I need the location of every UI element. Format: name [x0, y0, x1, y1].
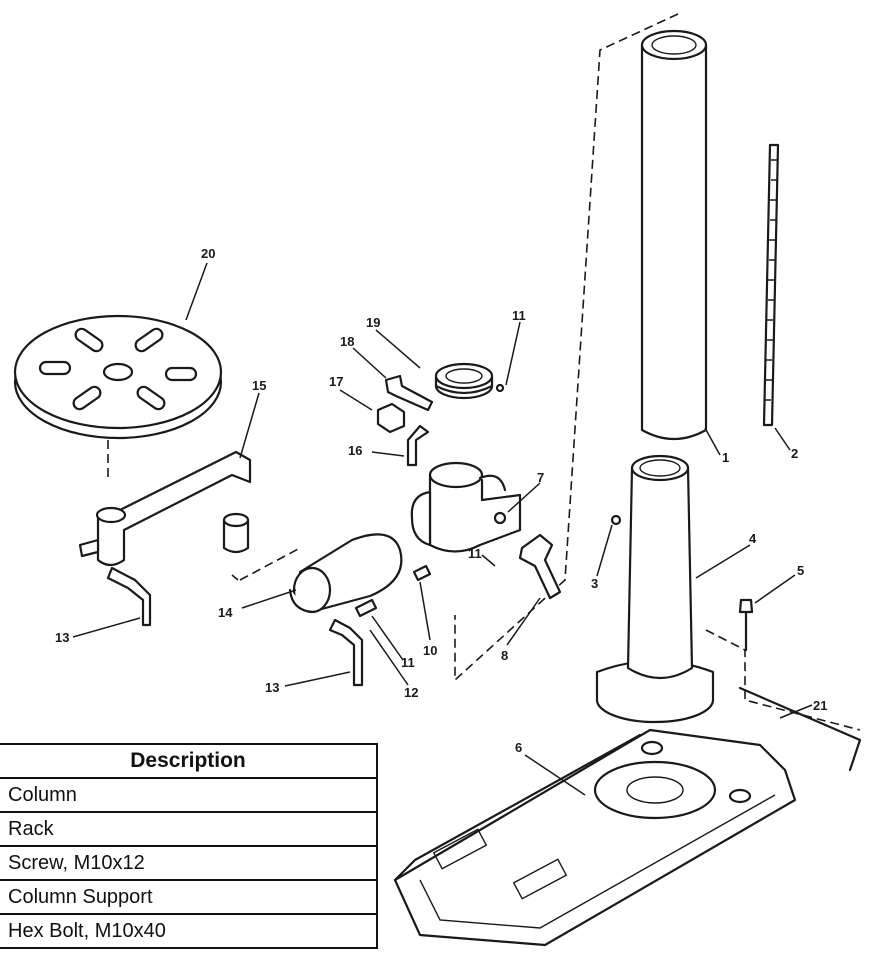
description-cell: Column Support [0, 879, 378, 915]
table-row: Rack [0, 811, 378, 847]
hex-bolt-part [738, 598, 754, 652]
callout-18: 18 [340, 334, 354, 349]
table-header-row: Description [0, 743, 378, 779]
rack-part [762, 143, 780, 427]
callout-1: 1 [722, 450, 729, 465]
head-part [410, 461, 522, 553]
assembly-dash-lines [107, 13, 861, 731]
callout-12: 12 [404, 685, 418, 700]
callout-11-mid: 11 [468, 546, 482, 561]
table-row: Hex Bolt, M10x40 [0, 913, 378, 949]
callout-10: 10 [423, 643, 437, 658]
description-cell: Rack [0, 811, 378, 847]
callout-14: 14 [218, 605, 233, 620]
table-part [13, 314, 223, 440]
callout-11-top: 11 [512, 308, 526, 323]
column-support-part [595, 454, 715, 724]
crank-part [518, 533, 562, 600]
description-cell: Screw, M10x12 [0, 845, 378, 881]
callout-3: 3 [591, 576, 598, 591]
parts-description-table: Description Column Rack Screw, M10x12 Co… [0, 743, 378, 949]
callout-labels: 20 19 11 18 17 15 16 7 1 2 4 5 3 11 14 1… [55, 246, 827, 755]
handle-13-left [106, 566, 152, 627]
callout-5: 5 [797, 563, 804, 578]
callout-20: 20 [201, 246, 215, 261]
callout-17: 17 [329, 374, 343, 389]
screw-part [610, 514, 622, 526]
callout-6: 6 [515, 740, 522, 755]
description-header: Description [0, 743, 378, 779]
callout-16: 16 [348, 443, 362, 458]
table-row: Column Support [0, 879, 378, 915]
callout-19: 19 [366, 315, 380, 330]
leader-lines [72, 262, 813, 796]
callout-13-right: 13 [265, 680, 279, 695]
callout-8: 8 [501, 648, 508, 663]
description-cell: Hex Bolt, M10x40 [0, 913, 378, 949]
handle-13-right [328, 618, 364, 687]
table-arm-part [78, 450, 252, 567]
small-parts-upper [376, 362, 505, 467]
table-row: Column [0, 777, 378, 813]
callout-11-low: 11 [401, 655, 415, 670]
callout-13-left: 13 [55, 630, 69, 645]
callout-2: 2 [791, 446, 798, 461]
description-cell: Column [0, 777, 378, 813]
table-row: Screw, M10x12 [0, 845, 378, 881]
callout-21: 21 [813, 698, 827, 713]
bracket-part [288, 533, 403, 614]
callout-15: 15 [252, 378, 266, 393]
column-part [640, 29, 708, 440]
line-21 [738, 686, 862, 772]
callout-7: 7 [537, 470, 544, 485]
callout-4: 4 [749, 531, 757, 546]
base-part [393, 728, 797, 947]
pin-parts [354, 564, 432, 618]
